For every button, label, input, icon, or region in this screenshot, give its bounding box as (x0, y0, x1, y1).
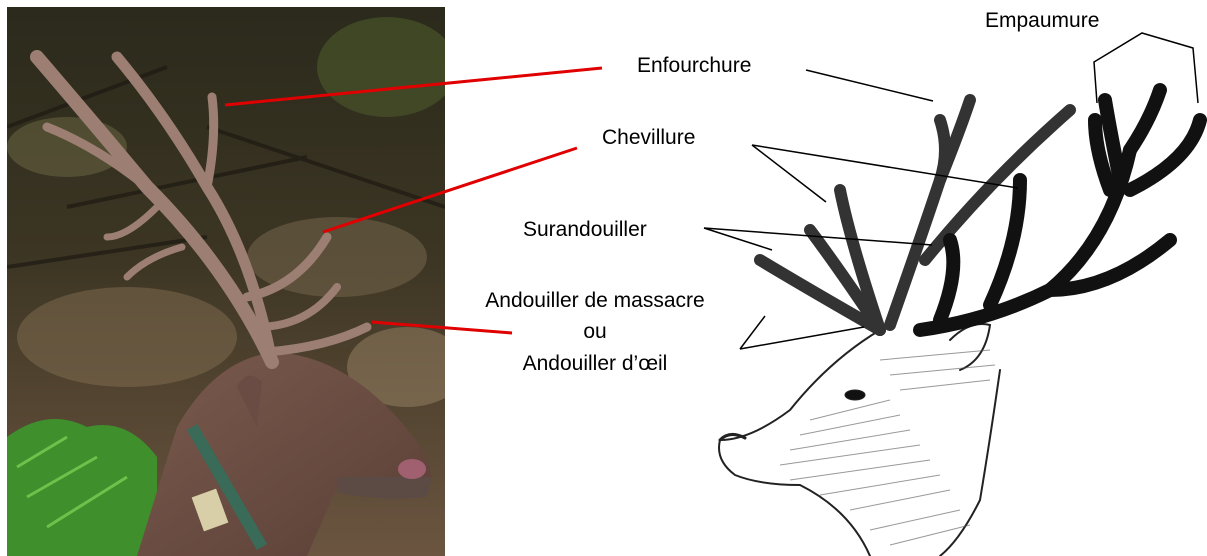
label-ou: ou (450, 321, 740, 342)
label-chevillure: Chevillure (602, 127, 695, 148)
label-enfourchure: Enfourchure (637, 55, 751, 76)
label-surandouiller: Surandouiller (523, 219, 647, 240)
label-empaumure: Empaumure (985, 10, 1099, 31)
label-andouiller-massacre: Andouiller de massacre (450, 290, 740, 311)
deer-drawing (690, 40, 1207, 556)
deer-photo (7, 7, 445, 556)
label-andouiller-oeil: Andouiller d’œil (450, 353, 740, 374)
